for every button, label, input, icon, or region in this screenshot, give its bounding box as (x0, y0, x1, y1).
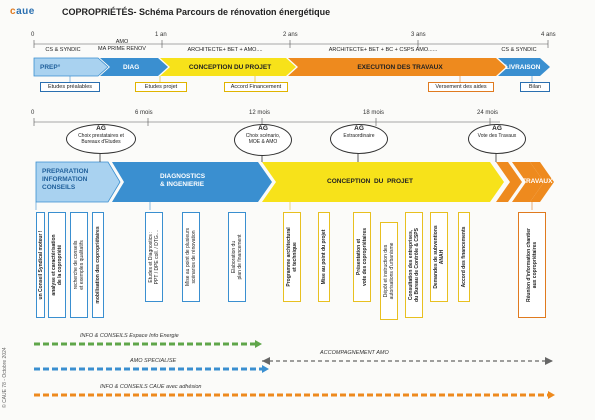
bottom-tick-label-3: 18 mois (363, 110, 385, 116)
band-travaux: TRAVAUX (522, 178, 553, 185)
conception-big-arrow (262, 162, 504, 202)
page-title: COPROPRIÉTÉS- Schéma Parcours de rénovat… (62, 7, 331, 17)
output-etudes-prealables: Etudes préalables (40, 82, 100, 92)
livraison-arrow (498, 58, 550, 76)
top-timeline-svg (33, 40, 550, 82)
bottom-tick-label-4: 24 mois (477, 110, 499, 116)
phase-livraison: LIVRAISON (505, 64, 541, 71)
actor-amo: AMO MA PRIME RENOV (98, 39, 146, 52)
step-conseil-syndical: un Conseil Syndical moteur ! (36, 212, 45, 318)
output-accord-financement: Accord Financement (224, 82, 288, 92)
step-reunion-chantier: Réunion d'information chantier aux copro… (518, 212, 546, 318)
step-plan-financement: Elaboration du plan de financement (228, 212, 246, 302)
actor-architecte-1: ARCHITECTE+ BET + AMO.... (187, 47, 263, 53)
output-versement-aides: Versement des aides (428, 82, 494, 92)
step-mobilisation: mobilisation des copropriétaires (92, 212, 104, 318)
diag-arrow (100, 58, 168, 76)
conception-arrow (160, 58, 296, 76)
step-etudes-diagnostics: Etudes et Diagnostics : PPT / DPE coll. … (145, 212, 163, 302)
top-tick-label-4: 4 ans (541, 32, 556, 38)
top-tick-label-1: 1 an (155, 32, 167, 38)
top-tick-label-3: 3 ans (411, 32, 426, 38)
copyright: © CAUE 78 - Octobre 2024 (2, 347, 8, 408)
step-programme: Programme architectural et technique (283, 212, 301, 302)
bottom-tick-label-2: 12 mois (249, 110, 271, 116)
top-tick-label-0: 0 (31, 32, 35, 38)
step-mise-au-point: Mise au point du projet (318, 212, 330, 302)
step-consultation: Consultation des entreprises, du Bureau … (405, 212, 423, 318)
label-accompagnement-amo: ACCOMPAGNEMENT AMO (320, 350, 389, 356)
band-conception: CONCEPTION DU PROJET (327, 178, 413, 185)
step-accord-financements: Accord des financements (458, 212, 470, 302)
step-subventions: Demandes de subventions ANAH (430, 212, 448, 302)
actor-cs-syndic-start: CS & SYNDIC (45, 47, 81, 53)
caue-logo: caue (10, 6, 35, 17)
phase-diag: DIAG (123, 64, 140, 71)
prep-arrow (33, 57, 109, 77)
label-info-caue: INFO & CONSEILS CAUE avec adhésion (100, 384, 202, 390)
label-info-eie: INFO & CONSEILS Espace Info Energie (80, 333, 179, 339)
bottom-tick-label-0: 0 (31, 110, 35, 116)
band-diagnostics: DIAGNOSTICS & INGENIERIE (160, 173, 206, 188)
bottom-tick-label-1: 6 mois (135, 110, 153, 116)
phase-conception: CONCEPTION DU PROJET (188, 64, 272, 71)
actor-architecte-2: ARCHITECTE+ BET + BC + CSPS AMO...... (328, 47, 438, 53)
output-bilan: Bilan (520, 82, 550, 92)
top-tick-label-2: 2 ans (283, 32, 298, 38)
phase-execution: EXECUTION DES TRAVAUX (357, 64, 443, 71)
step-depot-urbanisme: Dépôt et instruction des autorisations d… (380, 222, 398, 320)
step-presentation-vote: Présentation et vote des copropriétaires (353, 212, 371, 302)
preparation-arrow (35, 161, 121, 203)
output-etudes-projet: Etudes projet (135, 82, 187, 92)
step-recherche-conseils: recherche de conseils et exemples qualit… (70, 212, 88, 318)
band-preparation: PREPARATION INFORMATION CONSEILS (42, 168, 89, 191)
execution-arrow (288, 58, 506, 76)
label-amo-specialise: AMO SPECIALISE (130, 358, 177, 364)
step-scenarios: Mise au point de plusieurs scénarios de … (182, 212, 200, 302)
phase-prep: PREP° (40, 64, 61, 71)
travaux-chevron-1 (496, 162, 522, 202)
step-analyse: analyse et caractérisation de la copropr… (48, 212, 66, 318)
actor-cs-syndic-end: CS & SYNDIC (501, 47, 537, 53)
travaux-chevron-2 (512, 162, 544, 202)
diagnostics-arrow (112, 162, 272, 202)
travaux-chevron-3 (530, 162, 554, 202)
